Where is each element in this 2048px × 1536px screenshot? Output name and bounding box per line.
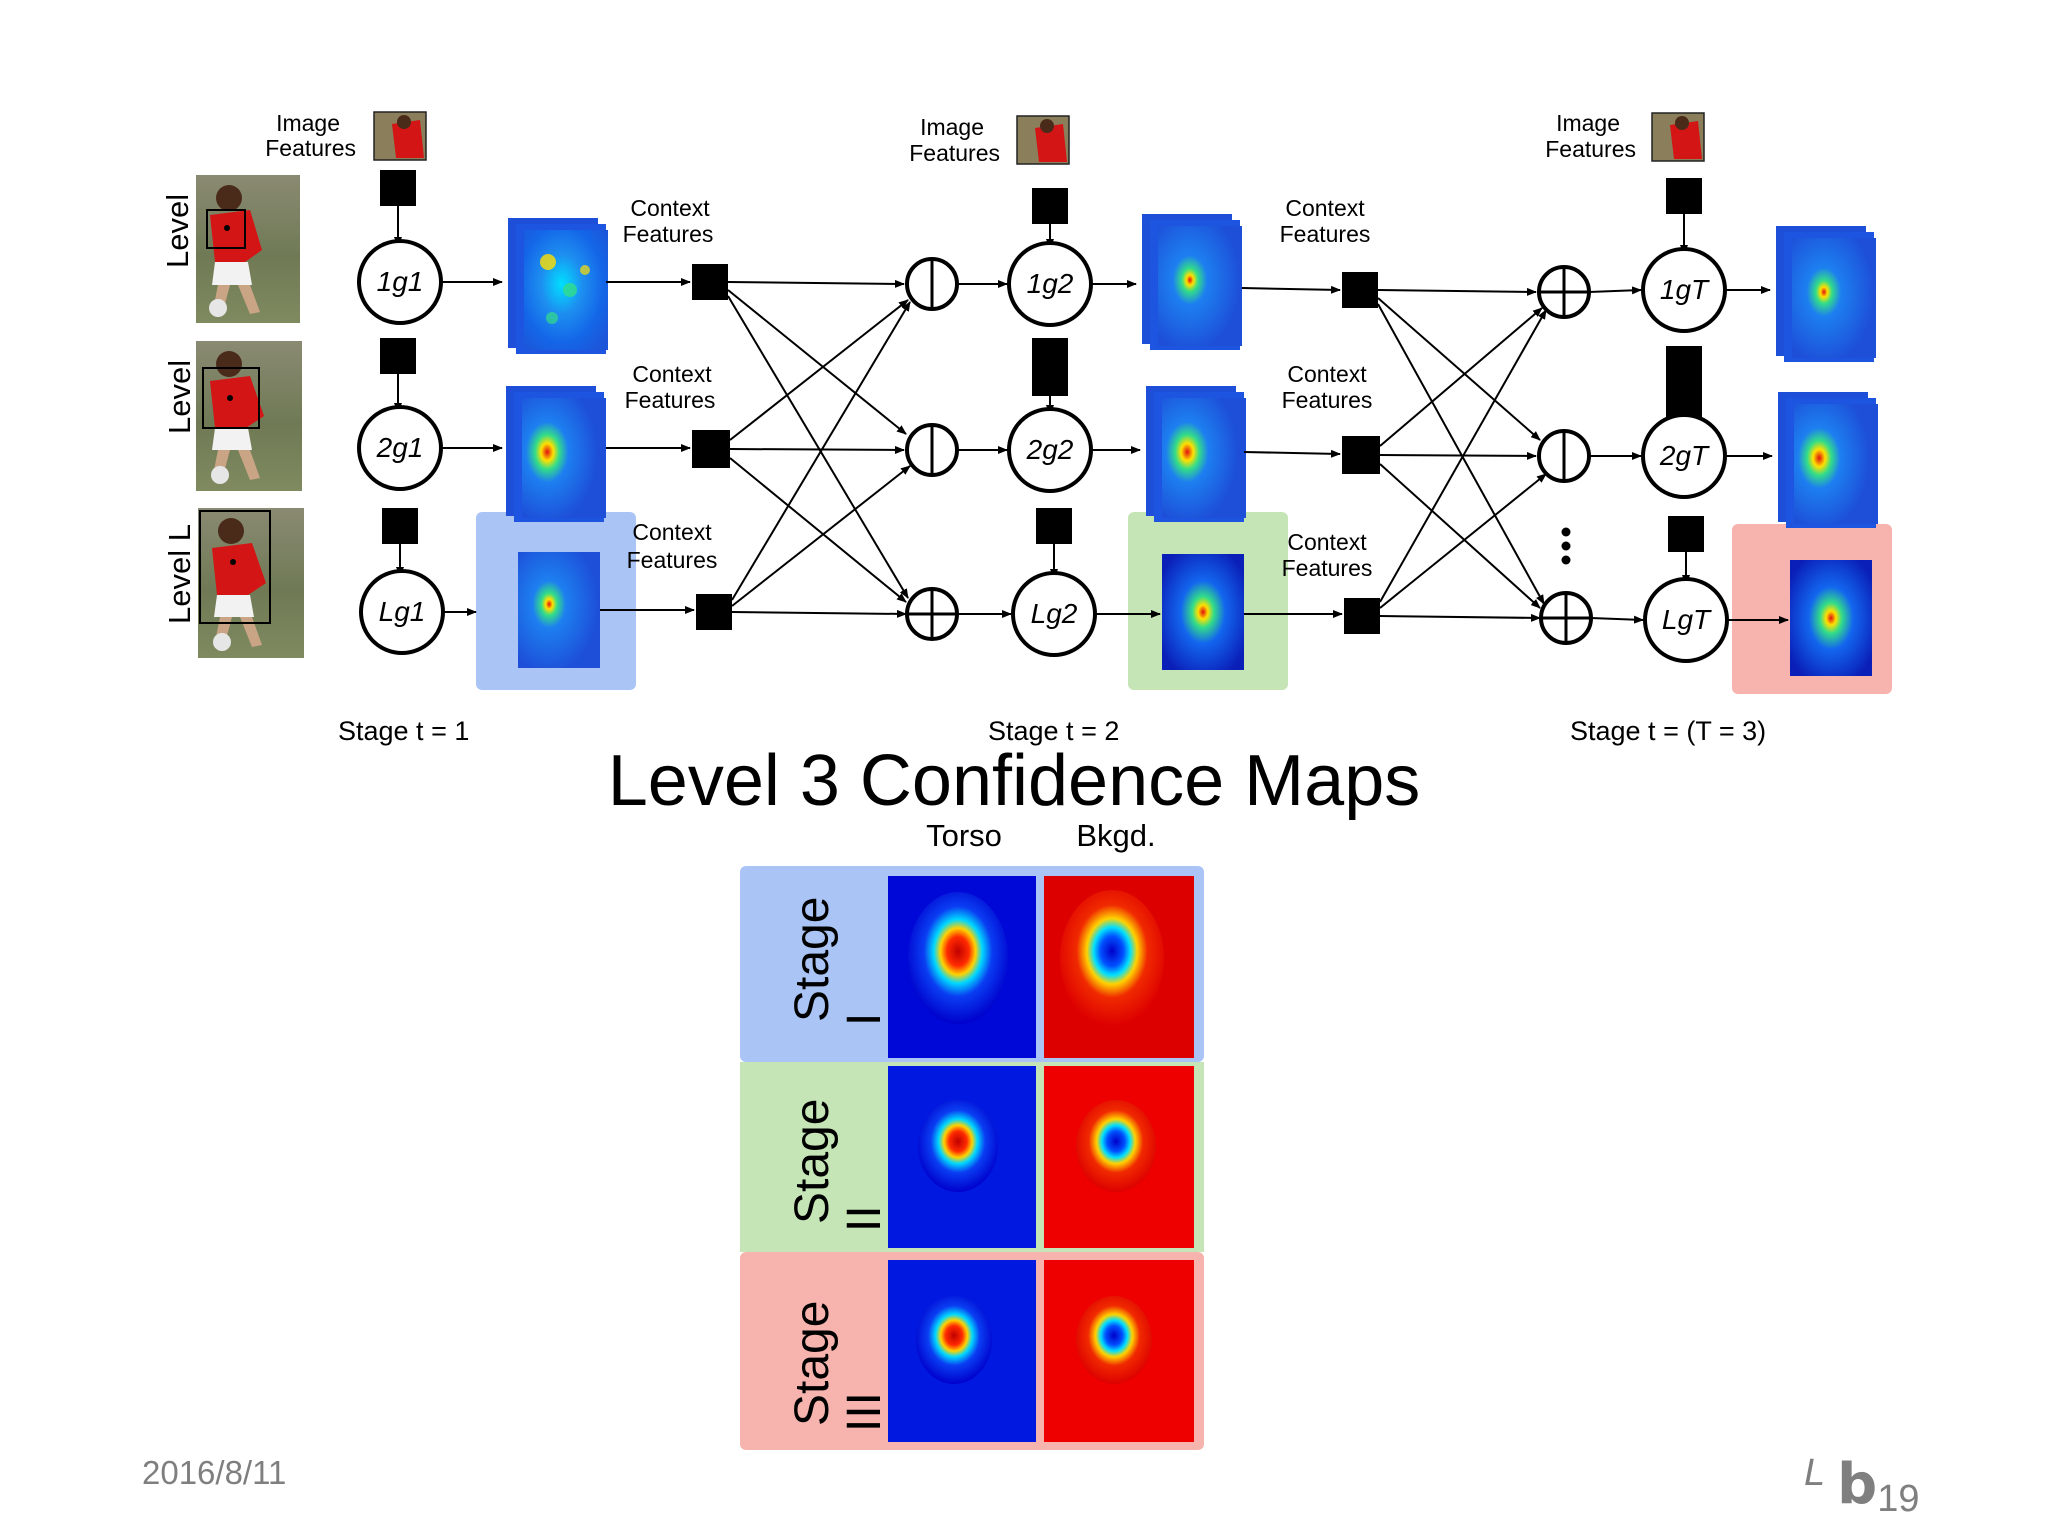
image-features-label-line1: Image bbox=[920, 114, 984, 140]
node-stage1-level1: 1g1 bbox=[357, 239, 443, 325]
player-photo-level1 bbox=[196, 175, 300, 323]
context-square-stage1-level1 bbox=[692, 264, 728, 300]
confidence-row-3: Stage III bbox=[786, 1260, 1194, 1442]
image-features-label-line1: Image bbox=[1556, 110, 1620, 136]
svg-text:2gT: 2gT bbox=[1659, 440, 1710, 471]
heatmap-stack-stage3-level2 bbox=[1778, 392, 1878, 528]
player-photo-level2 bbox=[196, 341, 302, 491]
confidence-maps-title: Level 3 Confidence Maps bbox=[607, 741, 1421, 821]
circle-plus-icon bbox=[905, 587, 959, 641]
stage-numeral: I bbox=[838, 1013, 891, 1026]
node-stage2-level-l: Lg2 bbox=[1011, 571, 1097, 657]
page-number-subscript: 19 bbox=[1877, 1478, 1920, 1520]
heatmap-stage3-level-l bbox=[1790, 560, 1872, 676]
stage-word: Stage bbox=[786, 1301, 839, 1426]
context-features-label-line2: Features bbox=[623, 221, 714, 247]
image-features-label-line1: Image bbox=[276, 110, 340, 136]
feature-square bbox=[1666, 178, 1702, 214]
context-features-label-line2: Features bbox=[627, 547, 718, 573]
heatmap-stage1-level-l bbox=[518, 552, 600, 668]
level-label-2: Level bbox=[162, 360, 197, 434]
context-features-label-line1: Context bbox=[632, 361, 712, 387]
page-number-letter: b bbox=[1837, 1452, 1878, 1517]
confidence-row-1: Stage I bbox=[786, 876, 1194, 1058]
svg-text:LgT: LgT bbox=[1662, 604, 1712, 635]
feature-square bbox=[1666, 346, 1702, 422]
context-features-label-line1: Context bbox=[630, 195, 710, 221]
vertical-ellipsis-icon bbox=[1561, 527, 1571, 565]
svg-text:2g2: 2g2 bbox=[1026, 434, 1074, 465]
svg-text:1gT: 1gT bbox=[1660, 274, 1710, 305]
stage-label-1: Stage t = 1 bbox=[338, 716, 469, 746]
stage-label-3: Stage t = (T = 3) bbox=[1570, 716, 1766, 746]
node-stage3-level1: 1gT bbox=[1641, 247, 1727, 333]
image-features-label-line2: Features bbox=[909, 140, 1000, 166]
column-label-torso: Torso bbox=[926, 818, 1002, 853]
feature-square bbox=[382, 508, 418, 544]
feature-square bbox=[380, 338, 416, 374]
feature-square bbox=[1032, 188, 1068, 224]
image-features-stage1: Image Features bbox=[265, 110, 427, 161]
svg-text:Lg2: Lg2 bbox=[1031, 598, 1078, 629]
svg-text:Lg1: Lg1 bbox=[379, 596, 426, 627]
context-square-stage1-level-l bbox=[696, 594, 732, 630]
svg-text:1g2: 1g2 bbox=[1027, 268, 1074, 299]
heatmap-stage2-level-l bbox=[1162, 554, 1244, 670]
stage-numeral: III bbox=[838, 1392, 891, 1432]
feature-square bbox=[1036, 508, 1072, 544]
page-number-superscript: L bbox=[1804, 1452, 1826, 1494]
image-features-stage3: Image Features bbox=[1545, 110, 1705, 162]
context-features-label-line1: Context bbox=[632, 519, 712, 545]
image-features-label-line2: Features bbox=[265, 135, 356, 161]
circle-vertical-bar-icon bbox=[1537, 429, 1591, 483]
heatmap-stack-stage1-level1 bbox=[508, 218, 608, 354]
node-stage2-level1: 1g2 bbox=[1007, 241, 1093, 327]
image-features-stage2: Image Features bbox=[909, 114, 1070, 166]
context-square-stage1-level2 bbox=[692, 430, 730, 468]
node-stage3-level2: 2gT bbox=[1641, 413, 1727, 499]
context-square-stage2-level2 bbox=[1342, 436, 1380, 474]
context-features-label-line1: Context bbox=[1287, 361, 1367, 387]
context-features-label-line1: Context bbox=[1287, 529, 1367, 555]
node-stage3-level-l: LgT bbox=[1643, 577, 1729, 663]
context-square-stage2-level-l bbox=[1344, 598, 1380, 634]
circle-vertical-bar-icon bbox=[905, 423, 959, 477]
player-photo-level-l bbox=[198, 508, 304, 658]
node-stage1-level-l: Lg1 bbox=[359, 569, 445, 655]
stage-word: Stage bbox=[786, 1099, 839, 1224]
feature-square bbox=[380, 170, 416, 206]
node-stage1-level2: 2g1 bbox=[357, 405, 443, 491]
slide-date: 2016/8/11 bbox=[142, 1454, 287, 1491]
context-features-label-line2: Features bbox=[1282, 555, 1373, 581]
node-stage2-level2: 2g2 bbox=[1007, 407, 1093, 493]
context-features-label-line2: Features bbox=[1282, 387, 1373, 413]
stage-label-2: Stage t = 2 bbox=[988, 716, 1119, 746]
feature-square bbox=[1032, 338, 1068, 396]
level-label-l: Level L bbox=[162, 524, 197, 624]
feature-square bbox=[1668, 516, 1704, 552]
context-features-label-line2: Features bbox=[1280, 221, 1371, 247]
circle-vertical-bar-icon bbox=[905, 257, 959, 311]
circle-plus-icon bbox=[1539, 591, 1593, 645]
context-features-label-line2: Features bbox=[625, 387, 716, 413]
stage-word: Stage bbox=[786, 897, 839, 1022]
heatmap-stack-stage1-level2 bbox=[506, 386, 606, 522]
circle-plus-icon bbox=[1537, 265, 1591, 319]
level-label-1: Level bbox=[160, 194, 195, 268]
confidence-row-2: Stage II bbox=[786, 1066, 1194, 1248]
image-features-label-line2: Features bbox=[1545, 136, 1636, 162]
heatmap-stack-stage3-level1 bbox=[1776, 226, 1876, 362]
svg-text:1g1: 1g1 bbox=[377, 266, 424, 297]
heatmap-stack-stage2-level2 bbox=[1146, 386, 1246, 522]
context-features-label-line1: Context bbox=[1285, 195, 1365, 221]
context-square-stage2-level1 bbox=[1342, 272, 1378, 308]
stage-numeral: II bbox=[838, 1205, 891, 1232]
column-label-bkgd: Bkgd. bbox=[1076, 818, 1155, 853]
svg-text:2g1: 2g1 bbox=[376, 432, 424, 463]
heatmap-stack-stage2-level1 bbox=[1142, 214, 1242, 350]
